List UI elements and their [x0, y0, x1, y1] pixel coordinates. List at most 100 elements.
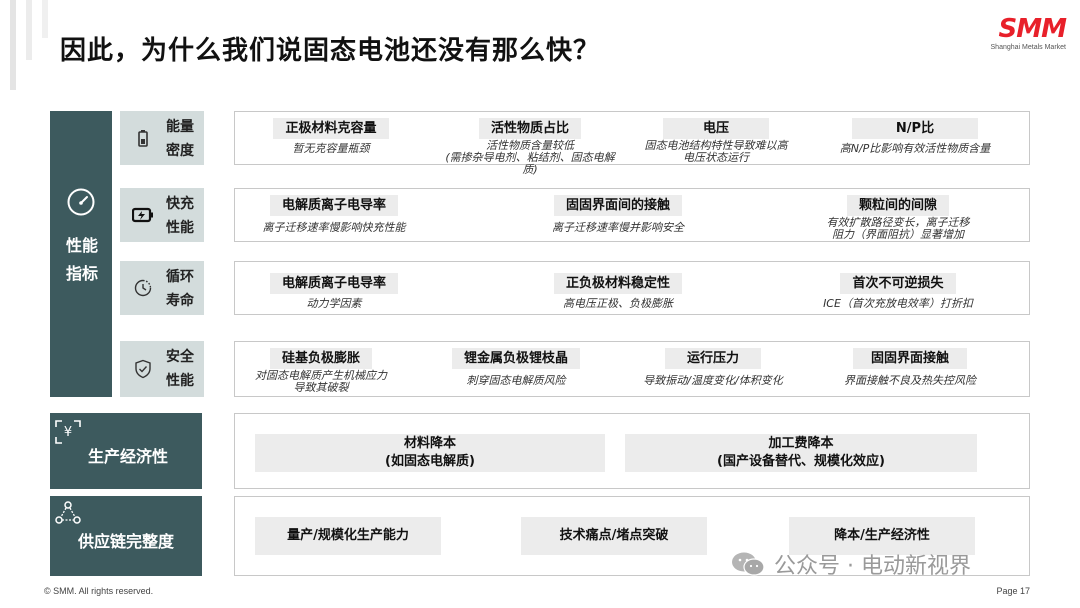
desc-line: 电压状态运行	[683, 151, 749, 164]
desc-line: 质)	[522, 163, 538, 176]
list-item: 固固界面接触 界面接触不良及热失控风险	[827, 347, 993, 387]
item-description: 界面接触不良及热失控风险	[844, 374, 976, 387]
item-title: 运行压力	[664, 348, 761, 369]
money-scan-icon: ¥	[55, 420, 81, 444]
item-description: 离子迁移速率慢影响快充性能	[262, 221, 406, 234]
copyright: © SMM. All rights reserved.	[44, 586, 154, 596]
item-title: 固固界面间的接触	[553, 195, 682, 216]
list-item: 锂金属负极锂枝晶 刺穿固态电解质风险	[441, 347, 591, 387]
sub-label-line2: 寿命	[166, 293, 194, 309]
row-fast-charge-content: 电解质离子电导率 离子迁移速率慢影响快充性能 固固界面间的接触 离子迁移速率慢并…	[234, 188, 1030, 242]
supply-item: 量产/规模化生产能力	[255, 517, 441, 555]
item-description: 离子迁移速率慢并影响安全	[552, 221, 684, 234]
item-description: 活性物质含量较低 (需掺杂导电剂、粘结剂、固态电解 质)	[435, 140, 625, 176]
item-description: 动力学因素	[306, 297, 362, 310]
watermark-text: 公众号 · 电动新视界	[774, 554, 971, 579]
supply-chain-label: 供应链完整度	[78, 532, 175, 551]
page-title: 因此，为什么我们说固态电池还没有那么快？	[60, 36, 601, 66]
item-description: 暂无克容量瓶颈	[292, 142, 370, 155]
desc-line: (需掺杂导电剂、粘结剂、固态电解	[445, 151, 615, 164]
item-title: 活性物质占比	[478, 118, 581, 139]
item-description: 对固态电解质产生机械应力 导致其破裂	[241, 370, 401, 394]
logo-mark: SMM	[998, 14, 1067, 44]
list-item: 正负极材料稳定性 高电压正极、负极膨胀	[533, 272, 703, 310]
item-title: 固固界面接触	[852, 348, 967, 369]
fast-charge-battery-icon	[132, 207, 153, 223]
desc-line: 活性物质含量较低	[486, 139, 574, 152]
sub-category-energy-density: 能量 密度	[120, 111, 204, 165]
desc-line: 有效扩散路径变长，离子迁移	[826, 216, 970, 229]
list-item: N/P比 高N/P比影响有效活性物质含量	[815, 117, 1015, 155]
sub-category-label: 循环 寿命	[166, 265, 200, 313]
smm-logo: SMM Shanghai Metals Market	[986, 14, 1067, 51]
item-title: 正极材料克容量	[273, 118, 389, 139]
sub-category-label: 安全 性能	[166, 345, 200, 393]
svg-text:¥: ¥	[64, 425, 72, 440]
item-description: 高N/P比影响有效活性物质含量	[839, 142, 991, 155]
desc-line: 导致其破裂	[293, 381, 349, 394]
row-cycle-life-content: 电解质离子电导率 动力学因素 正负极材料稳定性 高电压正极、负极膨胀 首次不可逆…	[234, 261, 1030, 315]
sub-category-safety: 安全 性能	[120, 341, 204, 397]
gauge-icon	[67, 188, 95, 216]
item-title: 电压	[662, 118, 769, 139]
performance-label-line2: 指标	[66, 264, 99, 283]
item-description: 高电压正极、负极膨胀	[563, 297, 673, 310]
list-item: 硅基负极膨胀 对固态电解质产生机械应力 导致其破裂	[241, 347, 401, 394]
wechat-icon	[732, 552, 765, 576]
item-title: N/P比	[851, 118, 979, 139]
item-description: 固态电池结构特性导致难以高 电压状态运行	[635, 140, 797, 164]
desc-line: 阻力（界面阻抗）显著增加	[832, 228, 964, 241]
sub-label-line1: 循环	[166, 269, 194, 285]
sub-category-fast-charge: 快充 性能	[120, 188, 204, 242]
list-item: 运行压力 导致振动/温度变化/体积变化	[633, 347, 793, 387]
item-title: 正负极材料稳定性	[553, 273, 682, 294]
network-nodes-icon	[55, 501, 81, 524]
supply-item: 降本/生产经济性	[789, 517, 975, 555]
economics-category-block: ¥ 生产经济性	[50, 413, 202, 489]
desc-line: 对固态电解质产生机械应力	[255, 369, 387, 382]
decorative-bar	[42, 0, 48, 38]
item-description: 有效扩散路径变长，离子迁移 阻力（界面阻抗）显著增加	[813, 217, 983, 241]
list-item: 电解质离子电导率 动力学因素	[249, 272, 419, 310]
list-item: 正极材料克容量 暂无克容量瓶颈	[245, 117, 417, 155]
watermark: 公众号 · 电动新视界	[730, 548, 971, 580]
economics-item-line2: (如固态电解质)	[385, 454, 475, 469]
row-energy-density-content: 正极材料克容量 暂无克容量瓶颈 活性物质占比 活性物质含量较低 (需掺杂导电剂、…	[234, 111, 1030, 176]
sub-category-label: 能量 密度	[166, 115, 200, 163]
economics-item-line2: (国产设备替代、规模化效应)	[717, 454, 885, 469]
item-description: ICE（首次充放电效率）打折扣	[823, 297, 973, 310]
list-item: 固固界面间的接触 离子迁移速率慢并影响安全	[533, 194, 703, 234]
performance-label-line1: 性能	[66, 236, 99, 255]
economics-item-line1: 材料降本	[403, 436, 456, 451]
cycle-clock-icon	[134, 279, 152, 297]
supply-chain-content: 量产/规模化生产能力 技术痛点/堵点突破 降本/生产经济性	[234, 496, 1030, 576]
sub-label-line2: 性能	[166, 220, 194, 236]
economics-item: 加工费降本 (国产设备替代、规模化效应)	[625, 434, 977, 472]
sub-label-line1: 安全	[166, 349, 194, 365]
sub-category-cycle-life: 循环 寿命	[120, 261, 204, 315]
item-title: 颗粒间的间隙	[846, 195, 949, 216]
economics-content: 材料降本 (如固态电解质) 加工费降本 (国产设备替代、规模化效应)	[234, 413, 1030, 489]
item-title: 电解质离子电导率	[269, 195, 398, 216]
economics-label: 生产经济性	[88, 447, 169, 466]
list-item: 电压 固态电池结构特性导致难以高 电压状态运行	[635, 117, 797, 164]
economics-item: 材料降本 (如固态电解质)	[255, 434, 605, 472]
sub-label-line1: 能量	[166, 119, 194, 135]
list-item: 首次不可逆损失 ICE（首次充放电效率）打折扣	[805, 272, 991, 310]
performance-category-block: 性能 指标	[50, 111, 112, 397]
sub-label-line2: 性能	[166, 373, 194, 389]
row-safety-content: 硅基负极膨胀 对固态电解质产生机械应力 导致其破裂 锂金属负极锂枝晶 刺穿固态电…	[234, 341, 1030, 397]
desc-line: 固态电池结构特性导致难以高	[644, 139, 788, 152]
sub-label-line2: 密度	[166, 143, 194, 159]
item-description: 导致振动/温度变化/体积变化	[643, 374, 783, 387]
shield-check-icon	[135, 359, 151, 379]
economics-item-line1: 加工费降本	[768, 436, 834, 451]
sub-category-label: 快充 性能	[166, 192, 200, 240]
item-title: 首次不可逆损失	[840, 273, 956, 294]
list-item: 活性物质占比 活性物质含量较低 (需掺杂导电剂、粘结剂、固态电解 质)	[435, 117, 625, 176]
logo-subtitle: Shanghai Metals Market	[990, 44, 1066, 51]
item-title: 锂金属负极锂枝晶	[451, 348, 580, 369]
item-description: 刺穿固态电解质风险	[466, 374, 566, 387]
item-title: 电解质离子电导率	[269, 273, 398, 294]
decorative-bar	[10, 0, 16, 90]
